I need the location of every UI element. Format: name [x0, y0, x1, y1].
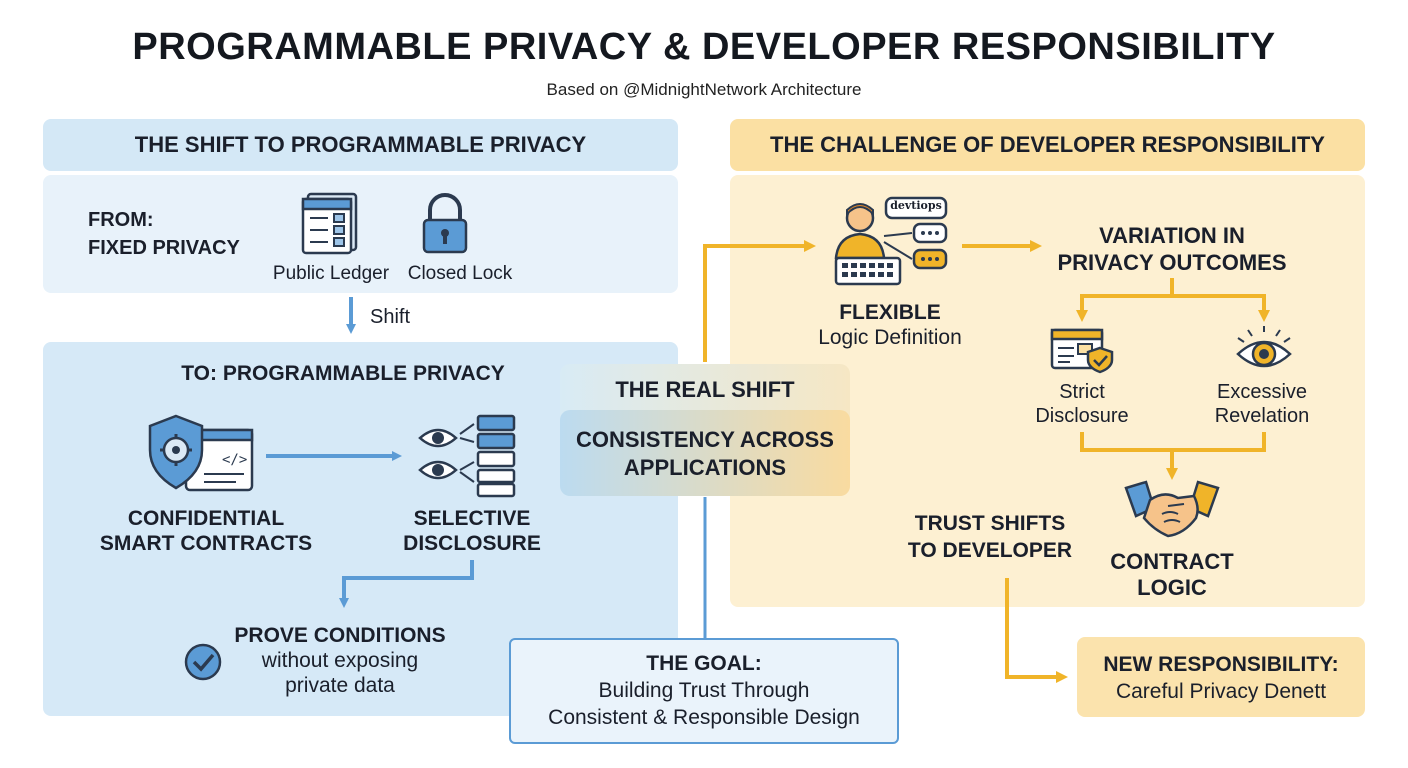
eye-reveal-icon: [1236, 326, 1292, 368]
sd-line-1: SELECTIVE: [413, 507, 531, 530]
flexible-line-2: Logic Definition: [818, 326, 962, 349]
contract-line-2: LOGIC: [1137, 575, 1207, 600]
goal-line-2: Consistent & Responsible Design: [548, 706, 860, 729]
page-subtitle: Based on @MidnightNetwork Architecture: [546, 80, 862, 99]
trust-shifts-label: TRUST SHIFTS TO DEVELOPER: [890, 510, 1090, 564]
variation-line-1: VARIATION IN: [1099, 223, 1245, 248]
csc-label: CONFIDENTIAL SMART CONTRACTS: [86, 506, 326, 556]
new-resp-title: NEW RESPONSIBILITY:: [1103, 653, 1339, 676]
contract-logic-label: CONTRACT LOGIC: [1100, 549, 1244, 601]
trust-line-2: TO DEVELOPER: [907, 539, 1073, 562]
public-ledger-icon: [301, 192, 358, 255]
closed-lock-icon: [422, 193, 468, 254]
speech-bubble-text: devtiops: [890, 199, 942, 212]
selective-disclosure-icon: [418, 414, 516, 498]
left-heading: THE SHIFT TO PROGRAMMABLE PRIVACY: [134, 132, 587, 157]
new-responsibility-panel: [1077, 637, 1365, 717]
goal-title: THE GOAL:: [646, 652, 762, 675]
csc-line-2: SMART CONTRACTS: [99, 532, 313, 555]
flexible-line-1: FLEXIBLE: [839, 301, 941, 324]
strict-line-1: Strict: [1059, 381, 1105, 403]
page-title: PROGRAMMABLE PRIVACY & DEVELOPER RESPONS…: [132, 26, 1276, 68]
strict-disclosure-icon: [1050, 328, 1114, 374]
prove-line-2: without exposing: [261, 649, 419, 672]
goal-text: THE GOAL: Building Trust Through Consist…: [509, 650, 899, 731]
right-heading: THE CHALLENGE OF DEVELOPER RESPONSIBILIT…: [770, 132, 1325, 157]
from-label: FROM: FIXED PRIVACY: [88, 206, 240, 262]
excessive-line-2: Revelation: [1214, 405, 1310, 427]
real-shift-title: THE REAL SHIFT: [615, 377, 795, 402]
sd-label: SELECTIVE DISCLOSURE: [382, 506, 562, 556]
contract-line-1: CONTRACT: [1110, 549, 1234, 574]
consistency-line-2: APPLICATIONS: [623, 455, 787, 480]
excessive-label: Excessive Revelation: [1200, 380, 1324, 428]
prove-line-1: PROVE CONDITIONS: [234, 624, 446, 647]
strict-line-2: Disclosure: [1035, 405, 1129, 427]
public-ledger-label: Public Ledger: [272, 263, 390, 284]
new-resp-body: Careful Privacy Denett: [1115, 680, 1327, 703]
goal-line-1: Building Trust Through: [598, 679, 810, 702]
csc-line-1: CONFIDENTIAL: [127, 507, 285, 530]
consistency-band: [560, 410, 850, 496]
to-heading: TO: PROGRAMMABLE PRIVACY: [181, 362, 505, 385]
developer-icon: [834, 196, 948, 286]
sd-line-2: DISCLOSURE: [403, 532, 541, 555]
from-panel: [43, 175, 678, 293]
confidential-contract-icon: </>: [148, 414, 254, 492]
variation-line-2: PRIVACY OUTCOMES: [1057, 250, 1287, 275]
shift-label: Shift: [370, 306, 411, 328]
variation-label: VARIATION IN PRIVACY OUTCOMES: [1052, 222, 1292, 276]
right-header-panel: THE CHALLENGE OF DEVELOPER RESPONSIBILIT…: [730, 119, 1365, 171]
from-line-1: FROM:: [88, 209, 154, 231]
left-header-panel: THE SHIFT TO PROGRAMMABLE PRIVACY: [43, 119, 678, 171]
closed-lock-label: Closed Lock: [407, 263, 513, 284]
new-responsibility-text: NEW RESPONSIBILITY: Careful Privacy Dene…: [1077, 651, 1365, 705]
svg-text:</>: </>: [222, 452, 247, 468]
prove-line-3: private data: [285, 674, 395, 697]
consistency-line-1: CONSISTENCY ACROSS: [576, 427, 834, 452]
check-circle-icon: [184, 643, 222, 681]
excessive-line-1: Excessive: [1216, 381, 1308, 403]
handshake-icon: [1124, 480, 1220, 538]
trust-line-1: TRUST SHIFTS: [914, 512, 1066, 535]
prove-label: PROVE CONDITIONS without exposing privat…: [222, 623, 458, 698]
strict-label: Strict Disclosure: [1020, 380, 1144, 428]
from-line-2: FIXED PRIVACY: [88, 237, 240, 259]
flexible-label: FLEXIBLE Logic Definition: [800, 300, 980, 350]
goal-panel: [509, 638, 899, 744]
consistency-label: CONSISTENCY ACROSS APPLICATIONS: [560, 426, 850, 482]
